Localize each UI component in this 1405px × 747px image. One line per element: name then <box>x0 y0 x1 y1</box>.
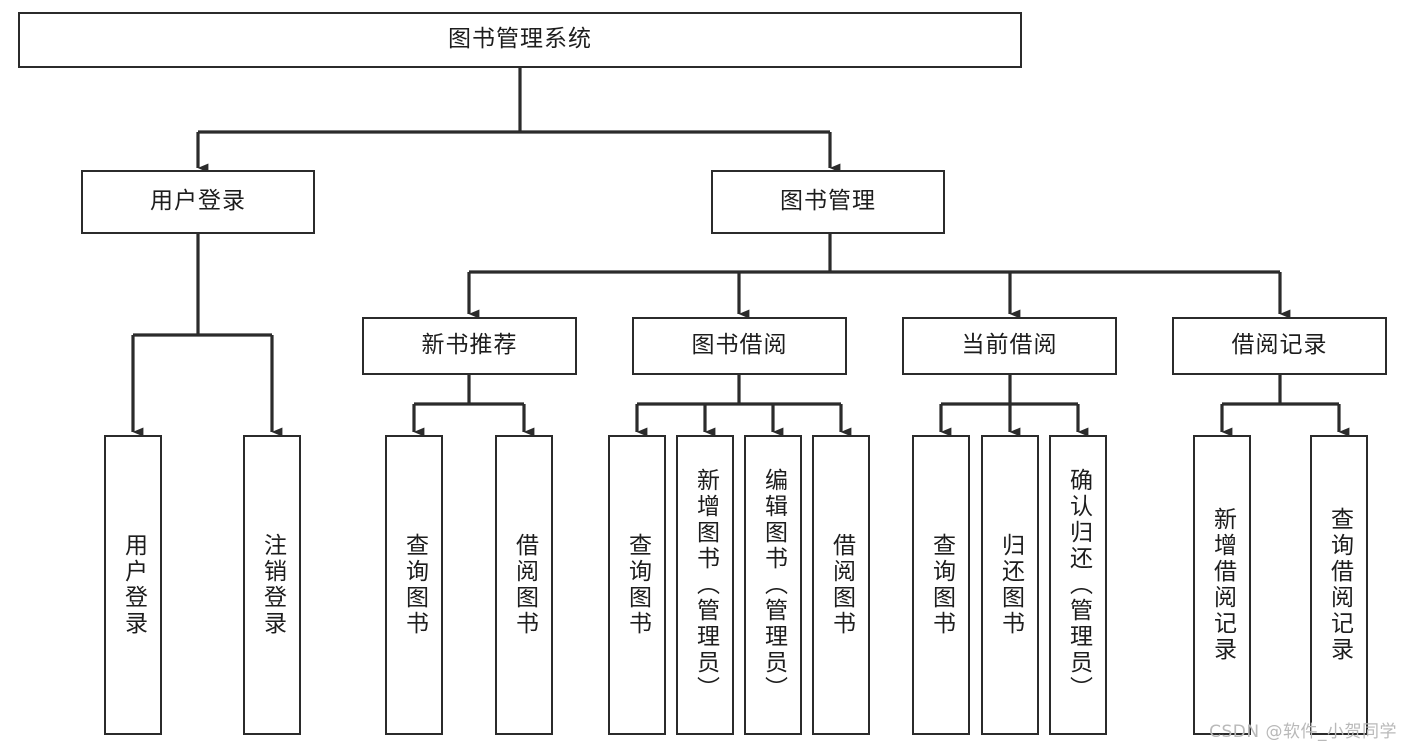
node-leaf-logout-login[interactable]: 注销登录 <box>243 435 301 735</box>
node-book-management[interactable]: 图书管理 <box>711 170 945 234</box>
node-new-book-recommend[interactable]: 新书推荐 <box>362 317 577 375</box>
node-user-login-label: 用户登录 <box>150 188 246 215</box>
node-leaf-return-book-label: 归还图书 <box>997 533 1024 637</box>
node-leaf-borrow-book-2[interactable]: 借阅图书 <box>812 435 870 735</box>
node-leaf-edit-book-label: 编辑图书（管理员） <box>760 468 787 702</box>
node-leaf-user-login-label: 用户登录 <box>120 533 147 637</box>
node-leaf-user-login[interactable]: 用户登录 <box>104 435 162 735</box>
node-leaf-query-book-2-label: 查询图书 <box>624 533 651 637</box>
node-leaf-borrow-book-2-label: 借阅图书 <box>828 533 855 637</box>
node-leaf-confirm-return[interactable]: 确认归还（管理员） <box>1049 435 1107 735</box>
node-leaf-add-book-label: 新增图书（管理员） <box>692 468 719 702</box>
node-root-book-management-system[interactable]: 图书管理系统 <box>18 12 1022 68</box>
node-leaf-query-book-3-label: 查询图书 <box>928 533 955 637</box>
node-leaf-query-book-3[interactable]: 查询图书 <box>912 435 970 735</box>
node-book-borrow-label: 图书借阅 <box>691 332 788 359</box>
node-current-borrow-label: 当前借阅 <box>961 332 1058 359</box>
node-leaf-query-book-1-label: 查询图书 <box>401 533 428 637</box>
node-leaf-add-record-label: 新增借阅记录 <box>1209 507 1236 663</box>
node-leaf-edit-book[interactable]: 编辑图书（管理员） <box>744 435 802 735</box>
node-borrow-record-label: 借阅记录 <box>1231 332 1328 359</box>
node-root-label: 图书管理系统 <box>448 26 592 53</box>
node-leaf-query-book-2[interactable]: 查询图书 <box>608 435 666 735</box>
node-leaf-borrow-book-1[interactable]: 借阅图书 <box>495 435 553 735</box>
node-leaf-query-record[interactable]: 查询借阅记录 <box>1310 435 1368 735</box>
node-leaf-logout-login-label: 注销登录 <box>259 533 286 637</box>
node-user-login[interactable]: 用户登录 <box>81 170 315 234</box>
node-leaf-confirm-return-label: 确认归还（管理员） <box>1065 468 1092 702</box>
node-borrow-record[interactable]: 借阅记录 <box>1172 317 1387 375</box>
csdn-watermark: CSDN @软件_小贺同学 <box>1209 722 1397 742</box>
node-leaf-add-book[interactable]: 新增图书（管理员） <box>676 435 734 735</box>
node-leaf-add-record[interactable]: 新增借阅记录 <box>1193 435 1251 735</box>
node-leaf-query-record-label: 查询借阅记录 <box>1326 507 1353 663</box>
node-current-borrow[interactable]: 当前借阅 <box>902 317 1117 375</box>
node-leaf-return-book[interactable]: 归还图书 <box>981 435 1039 735</box>
node-new-book-recommend-label: 新书推荐 <box>421 332 518 359</box>
node-leaf-borrow-book-1-label: 借阅图书 <box>511 533 538 637</box>
node-leaf-query-book-1[interactable]: 查询图书 <box>385 435 443 735</box>
node-book-management-label: 图书管理 <box>780 188 876 215</box>
node-book-borrow[interactable]: 图书借阅 <box>632 317 847 375</box>
